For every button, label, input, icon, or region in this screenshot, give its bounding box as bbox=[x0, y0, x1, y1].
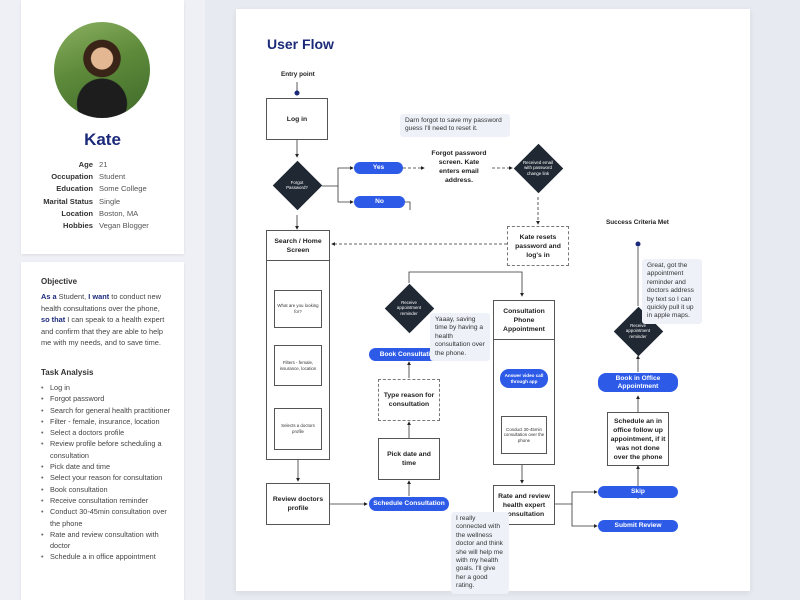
list-item: Forgot password bbox=[41, 393, 177, 405]
filters-box: Filters - female, insurance, location bbox=[274, 345, 322, 386]
kate-resets-box: Kate resets password and log's in bbox=[507, 226, 569, 266]
note-connected: I really connected with the wellness doc… bbox=[451, 512, 509, 594]
pick-date-box: Pick date and time bbox=[378, 438, 440, 480]
login-box: Log in bbox=[266, 98, 328, 140]
list-item: Review profile before scheduling a consu… bbox=[41, 438, 177, 461]
submit-review-button[interactable]: Submit Review bbox=[598, 520, 678, 532]
note-forgot: Darn forgot to save my password guess I'… bbox=[400, 114, 510, 137]
note-great: Great, got the appointment reminder and … bbox=[642, 259, 702, 324]
list-item: Search for general health practitioner bbox=[41, 405, 177, 417]
entry-point-label: Entry point bbox=[281, 71, 315, 78]
list-item: Conduct 30-45min consultation over the p… bbox=[41, 506, 177, 529]
persona-name: Kate bbox=[84, 130, 121, 149]
rate-review-box: Rate and review health expert consultati… bbox=[493, 485, 555, 525]
list-item: Book consultation bbox=[41, 484, 177, 496]
answer-video-button[interactable]: Answer video call through app bbox=[500, 369, 548, 388]
list-item: Log in bbox=[41, 382, 177, 394]
objective-title: Objective bbox=[41, 277, 78, 286]
list-item: Filter - female, insurance, location bbox=[41, 416, 177, 428]
selects-profile-box: Selects a doctors profile bbox=[274, 408, 322, 450]
objective-text: As a Student, I want to conduct new heal… bbox=[41, 292, 165, 347]
note-saving: Yaaay, saving time by having a health co… bbox=[430, 313, 490, 362]
schedule-consultation-button[interactable]: Schedule Consultation bbox=[369, 497, 449, 511]
tasks-title: Task Analysis bbox=[41, 368, 94, 377]
page-title: User Flow bbox=[267, 36, 334, 52]
persona-details: Objective As a Student, I want to conduc… bbox=[21, 262, 184, 600]
book-office-button[interactable]: Book in Office Appointment bbox=[598, 373, 678, 392]
received-email-decision: Received email with password change link bbox=[513, 143, 563, 193]
receive-reminder-decision: Receive appointment reminder bbox=[384, 283, 434, 333]
list-item: Schedule a in office appointment bbox=[41, 551, 177, 563]
conduct-consultation-box: Conduct 30-45min consultation over the p… bbox=[501, 416, 547, 454]
list-item: Rate and review consultation with doctor bbox=[41, 529, 177, 552]
avatar bbox=[54, 22, 150, 118]
no-button[interactable]: No bbox=[354, 196, 405, 208]
skip-button[interactable]: Skip bbox=[598, 486, 678, 498]
list-item: Select your reason for consultation bbox=[41, 472, 177, 484]
forgot-password-screen: Forgot password screen. Kate enters emai… bbox=[426, 145, 492, 189]
list-item: Pick date and time bbox=[41, 461, 177, 473]
search-home-header: Search / Home Screen bbox=[266, 230, 330, 261]
yes-button[interactable]: Yes bbox=[354, 162, 403, 174]
receive-reminder2-decision: Receive appointment reminder bbox=[613, 306, 663, 356]
forgot-password-decision: Forgot Password? bbox=[272, 160, 322, 210]
success-label: Success Criteria Met bbox=[606, 219, 669, 226]
type-reason-box: Type reason for consultation bbox=[378, 379, 440, 421]
task-list: Log in Forgot password Search for genera… bbox=[41, 382, 177, 563]
consultation-phone-header: Consultation Phone Appointment bbox=[493, 300, 555, 340]
review-profile-box: Review doctors profile bbox=[266, 483, 330, 525]
what-looking-box: What are you looking for? bbox=[274, 290, 322, 328]
book-consultation-button[interactable]: Book Consultation bbox=[369, 348, 449, 361]
list-item: Receive consultation reminder bbox=[41, 495, 177, 507]
schedule-office-box: Schedule an in office follow up appointm… bbox=[607, 412, 669, 466]
list-item: Select a doctors profile bbox=[41, 427, 177, 439]
